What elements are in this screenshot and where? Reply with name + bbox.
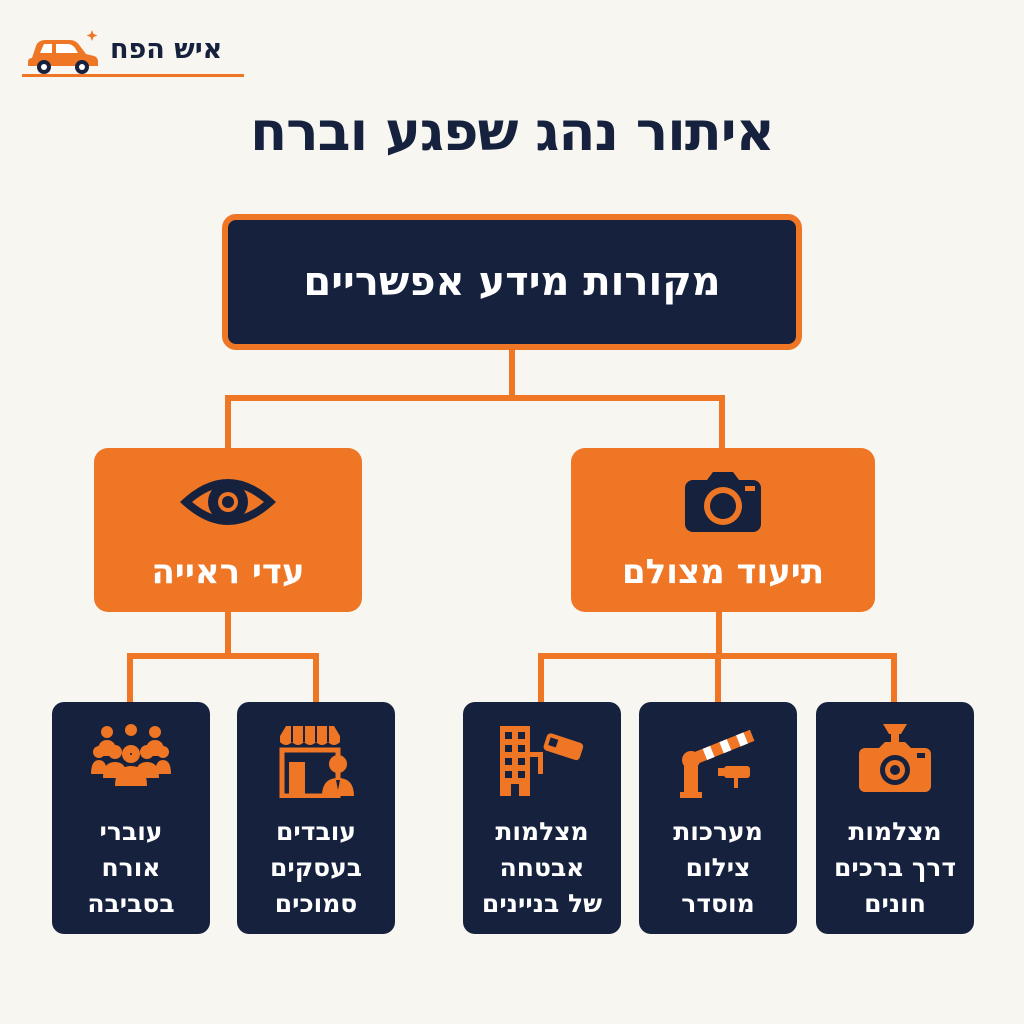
dashcam-icon xyxy=(859,724,931,792)
category-eyewitnesses: עדי ראייה xyxy=(94,448,362,612)
brand-underline xyxy=(22,74,244,77)
camera-icon xyxy=(685,472,761,532)
root-node: מקורות מידע אפשריים xyxy=(222,214,802,350)
page-title: איתור נהג שפגע וברח xyxy=(250,100,775,163)
building-camera-icon xyxy=(500,726,584,796)
leaf-building-cameras-label: מצלמות אבטחה של בניינים xyxy=(481,817,603,918)
brand-logo[interactable]: איש הפח xyxy=(22,20,244,80)
leaf-dashcams: מצלמות דרך ברכים חונים xyxy=(816,702,974,934)
car-icon xyxy=(28,30,98,74)
category-footage: תיעוד מצולם xyxy=(571,448,875,612)
leaf-regulated-cameras: מערכות צילום מוסדר xyxy=(639,702,797,934)
root-label: מקורות מידע אפשריים xyxy=(303,259,721,305)
leaf-building-cameras: מצלמות אבטחה של בניינים xyxy=(463,702,621,934)
eye-icon xyxy=(180,479,276,525)
leaf-business-workers: עובדים בעסקים סמוכים xyxy=(237,702,395,934)
leaf-passersby-label: עוברי אורח בסביבה xyxy=(87,817,175,918)
leaf-business-workers-label: עובדים בעסקים סמוכים xyxy=(269,817,363,918)
category-footage-label: תיעוד מצולם xyxy=(621,552,825,592)
crowd-icon xyxy=(91,724,171,786)
shop-worker-icon xyxy=(279,726,354,798)
leaf-regulated-cameras-label: מערכות צילום מוסדר xyxy=(673,817,763,918)
leaf-passersby: עוברי אורח בסביבה xyxy=(52,702,210,934)
barrier-camera-icon xyxy=(680,729,755,798)
category-eyewitnesses-label: עדי ראייה xyxy=(151,552,305,592)
leaf-dashcams-label: מצלמות דרך ברכים חונים xyxy=(833,817,957,918)
brand-name: איש הפח xyxy=(110,34,223,65)
